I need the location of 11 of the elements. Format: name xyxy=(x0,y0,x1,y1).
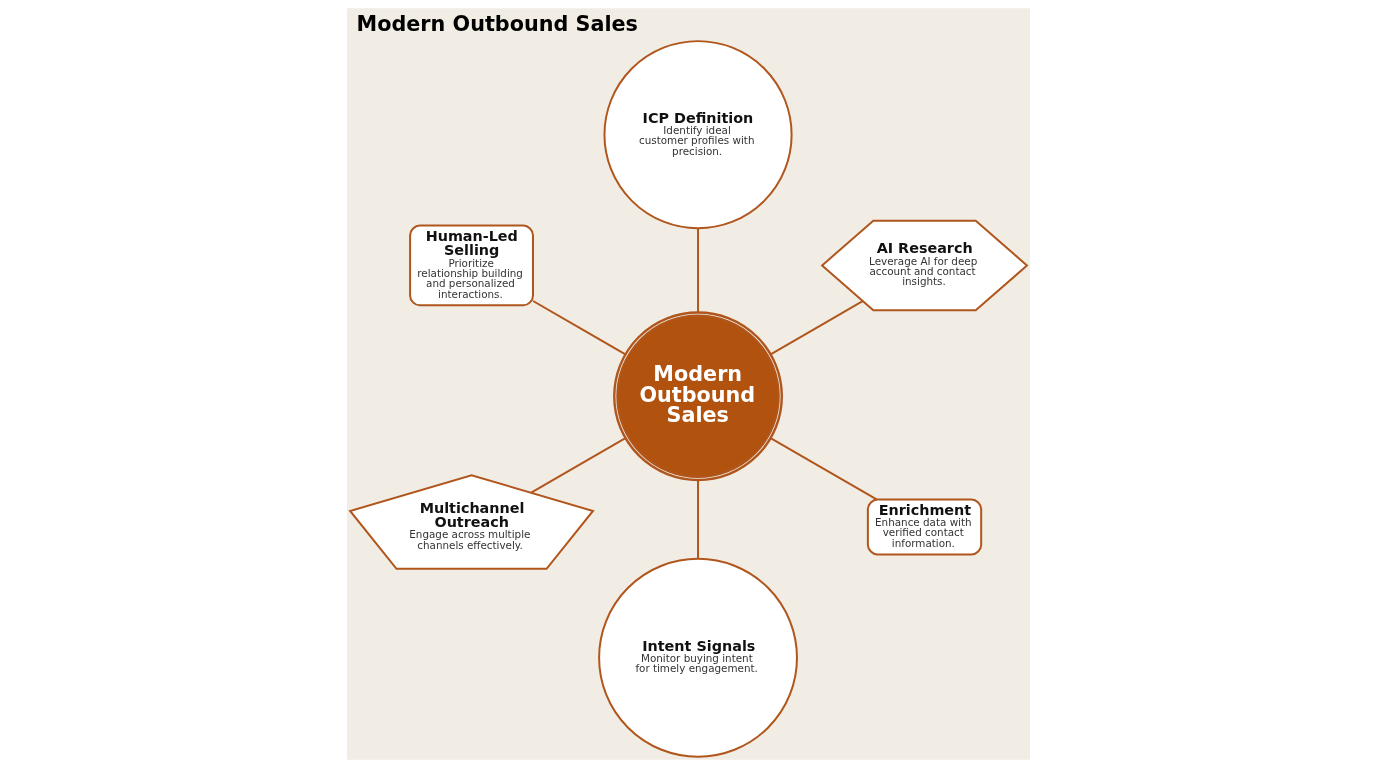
connector xyxy=(769,437,878,501)
node-circle: ICP Definition Identify ideal customer profiles with precision. xyxy=(602,40,793,230)
node-box: Enrichment Enhance data with verified contact information. xyxy=(866,498,982,556)
connector xyxy=(696,479,699,560)
connector xyxy=(529,437,626,494)
connector xyxy=(696,227,699,314)
node-box: Human-Led Selling Prioritize relationship building and personalized interactions. xyxy=(408,224,534,307)
connector xyxy=(531,300,626,356)
diagram-title: Modern Outbound Sales xyxy=(356,11,638,36)
node-circle: Intent Signals Monitor buying intent for timely engagement. xyxy=(597,557,798,758)
connector xyxy=(769,300,864,356)
